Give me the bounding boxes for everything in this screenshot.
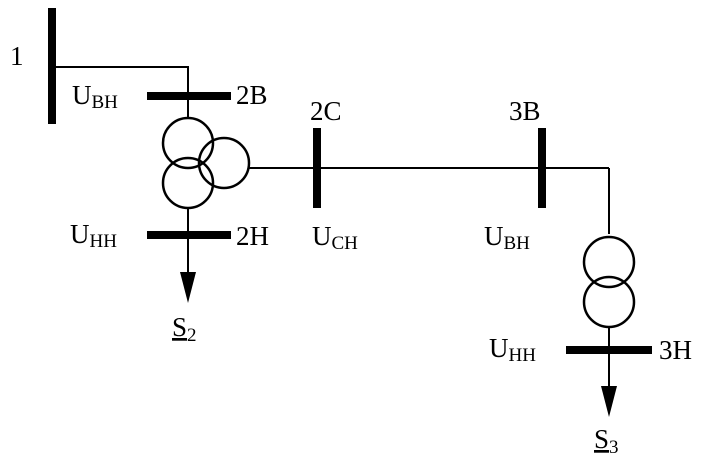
three-winding-transformer: [161, 116, 251, 210]
load-s3-arrowhead: [601, 386, 617, 417]
voltage-u-bh-2: UBH: [72, 80, 118, 113]
bus-2H-label: 2H: [236, 221, 269, 251]
bus-3H-label: 3H: [659, 335, 692, 365]
two-winding-transformer: [582, 235, 636, 329]
voltage-u-hh-3: UHH: [489, 333, 536, 366]
load-s2-label: S2: [172, 312, 197, 346]
line-1-to-2B: [52, 66, 189, 118]
bus-2C-label: 2C: [310, 96, 342, 126]
load-s3-label: S3: [594, 424, 619, 458]
load-s2-arrowhead: [180, 272, 196, 303]
node-1-label: 1: [10, 41, 24, 71]
voltage-u-hh-2: UHH: [70, 219, 117, 252]
voltage-u-bh-3: UBH: [484, 221, 530, 254]
bus-2B-label: 2B: [236, 80, 268, 110]
bus-3B-label: 3B: [509, 96, 541, 126]
voltage-u-ch: UCH: [312, 221, 358, 254]
